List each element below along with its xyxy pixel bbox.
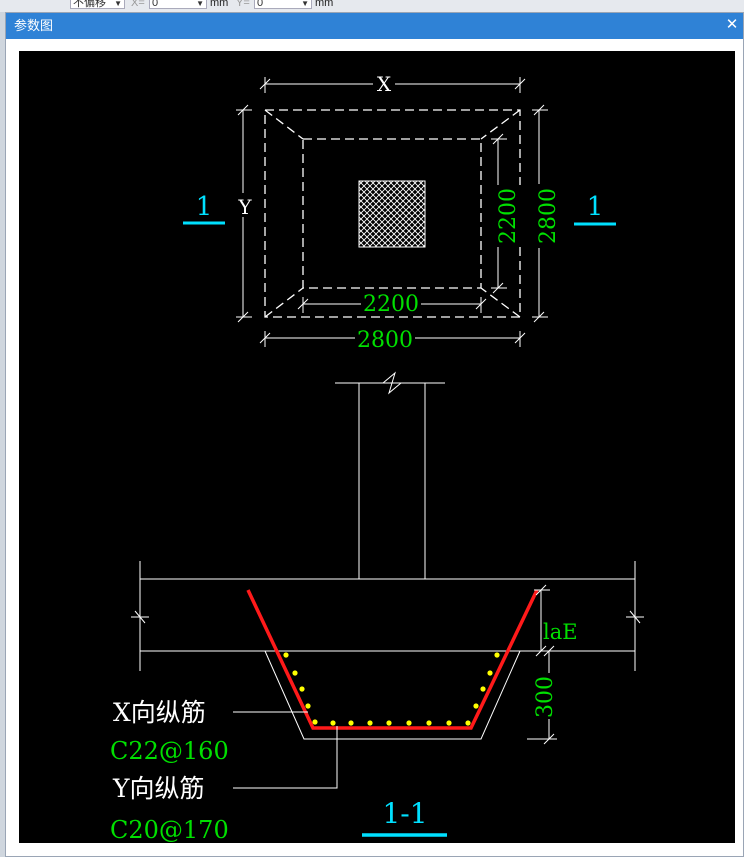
inner-footing-outline <box>302 138 482 289</box>
x-coord-input[interactable]: 0 ▼ <box>149 0 207 9</box>
depth-label: 300 <box>533 676 558 718</box>
section-view: laE 300 X向纵筋 C22@160 Y向纵筋 C20@ <box>110 371 644 843</box>
y-rebar-value: C20@170 <box>110 816 229 843</box>
diagram-svg: X Y <box>110 72 644 843</box>
chevron-down-icon: ▼ <box>301 0 309 8</box>
plan-x-label: X <box>377 72 392 96</box>
y-coord-value: 0 <box>257 0 264 9</box>
x-coord-value: 0 <box>152 0 159 9</box>
parameter-diagram-window: 参数图 ✕ <box>5 12 744 857</box>
y-coord-label: Y= <box>236 0 250 9</box>
y-rebar-leader <box>233 726 338 789</box>
window-titlebar[interactable]: 参数图 ✕ <box>6 13 743 39</box>
rebar-line <box>246 589 539 730</box>
pit-outline <box>264 650 521 740</box>
close-icon[interactable]: ✕ <box>725 16 739 33</box>
toolbar: 不偏移 ▼ X= 0 ▼ mm Y= 0 ▼ mm <box>0 0 744 12</box>
section-mark-right: 1 <box>587 192 604 222</box>
section-title: 1-1 <box>382 797 427 830</box>
offset-select-value: 不偏移 <box>73 0 106 9</box>
slab-section <box>131 561 644 671</box>
window-title: 参数图 <box>14 18 54 33</box>
offset-select[interactable]: 不偏移 ▼ <box>70 0 125 9</box>
anchorage-dimension <box>534 584 550 657</box>
diagram-canvas: X Y <box>19 51 735 843</box>
x-coord-label: X= <box>131 0 145 9</box>
y-rebar-label: Y向纵筋 <box>112 774 205 803</box>
plan-y-label: Y <box>237 195 252 219</box>
y-coord-input[interactable]: 0 ▼ <box>254 0 312 9</box>
section-mark-left: 1 <box>196 192 213 222</box>
plan-corner-lines <box>264 109 521 318</box>
plan-outer-width: 2800 <box>357 328 413 353</box>
rebar-dots <box>283 652 500 726</box>
anchorage-label: laE <box>543 620 578 644</box>
x-unit-label: mm <box>210 0 229 9</box>
plan-outer-height: 2800 <box>536 188 561 244</box>
plan-view: X Y <box>183 72 616 353</box>
chevron-down-icon: ▼ <box>196 0 204 8</box>
column-section <box>335 371 445 579</box>
plan-inner-width: 2200 <box>363 292 419 317</box>
x-rebar-value: C22@160 <box>110 737 229 765</box>
chevron-down-icon: ▼ <box>114 0 122 8</box>
column-hatch <box>358 180 426 248</box>
x-rebar-label: X向纵筋 <box>113 698 206 727</box>
y-unit-label: mm <box>315 0 334 9</box>
plan-inner-height: 2200 <box>496 188 521 244</box>
